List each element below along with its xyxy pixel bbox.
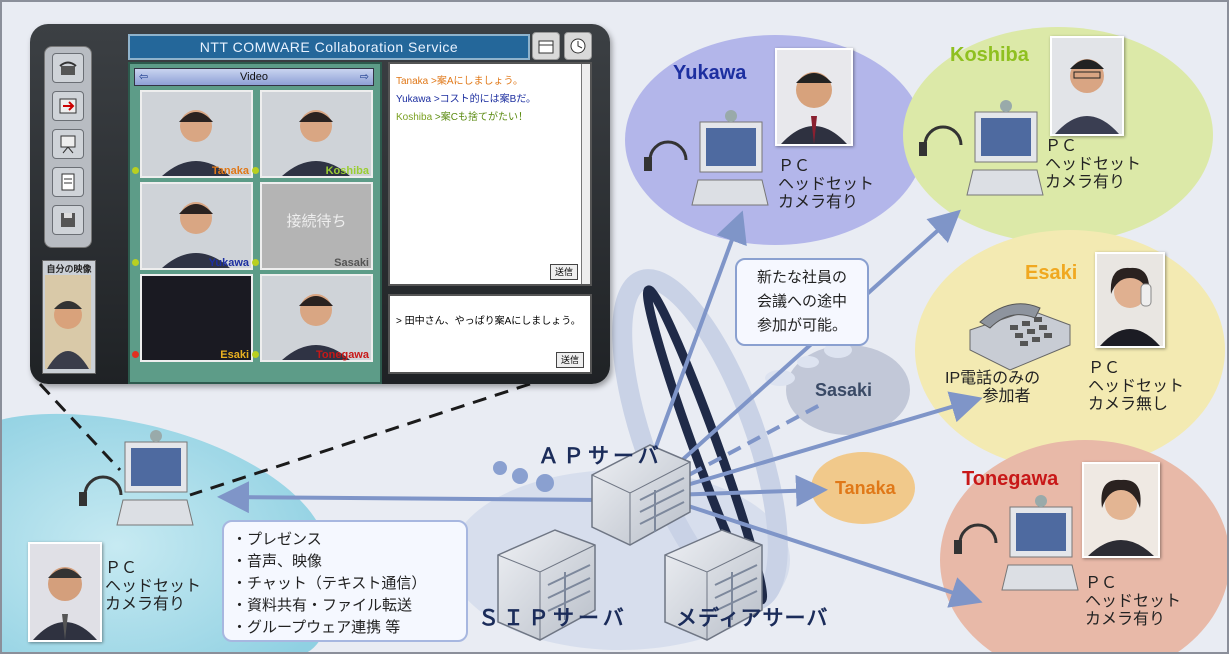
arrow-right-icon[interactable]: ⇨ <box>359 71 369 83</box>
tile-name: Tonegawa <box>316 349 369 361</box>
status-dot <box>132 167 139 174</box>
video-tile-esaki[interactable]: Esaki <box>132 274 253 362</box>
ap-server-icon <box>591 444 691 546</box>
tonegawa-label: Tonegawa <box>962 468 1059 490</box>
tile-name: Tanaka <box>211 165 249 177</box>
video-feed <box>162 110 230 176</box>
window-title: NTT COMWARE Collaboration Service <box>128 34 530 60</box>
video-feed <box>282 110 350 176</box>
koshiba-label: Koshiba <box>950 44 1029 66</box>
status-dot <box>132 259 139 266</box>
koshiba-photo <box>1050 36 1124 136</box>
chat-input[interactable]: > 田中さん、やっぱり案Aにしましょう。 送信 <box>388 294 592 374</box>
tanaka-blob <box>811 452 915 524</box>
sip-server-icon <box>497 529 596 641</box>
self-photo <box>28 542 102 642</box>
video-tile-koshiba[interactable]: Koshiba <box>252 90 373 178</box>
tile-name: Esaki <box>220 349 249 361</box>
video-tile-tonegawa[interactable]: Tonegawa <box>252 274 373 362</box>
chat-input-text: > 田中さん、やっぱり案Aにしましょう。 <box>396 316 581 327</box>
waiting-label: 接続待ち <box>286 213 347 230</box>
self-video-feed <box>45 275 91 369</box>
video-feed <box>162 202 230 268</box>
status-dot <box>252 259 259 266</box>
video-header: ⇦ Video ⇨ <box>134 68 374 86</box>
ip-phone-info: IP電話のみの参加者 <box>945 370 1041 405</box>
video-feed <box>282 294 350 360</box>
video-tile-yukawa[interactable]: Yukawa <box>132 182 253 270</box>
chat-message: Yukawa >コスト的には案Bだ。 <box>396 94 537 105</box>
status-dot <box>132 351 139 358</box>
send-button-top[interactable]: 送信 <box>550 264 578 280</box>
ip-phone-icon <box>969 303 1071 371</box>
media-server-icon <box>664 529 763 641</box>
chat-message: Tanaka >案Aにしましょう。 <box>396 76 523 87</box>
yukawa-label: Yukawa <box>673 62 747 84</box>
yukawa-photo <box>775 48 853 146</box>
media-server-label: メディアサーバ <box>676 607 829 630</box>
tile-name: Yukawa <box>208 257 249 269</box>
save-icon[interactable] <box>52 205 84 235</box>
video-tile-sasaki[interactable]: 接続待ち Sasaki <box>252 182 373 270</box>
chat-scrollbar[interactable] <box>581 64 590 284</box>
self-video-label: 自分の映像 <box>46 264 92 274</box>
self-video-panel: 自分の映像 <box>42 260 96 374</box>
ap-server-label: ＡＰサーバ <box>538 445 663 468</box>
arrow-left-icon[interactable]: ⇦ <box>139 71 149 83</box>
status-dot <box>252 167 259 174</box>
document-icon[interactable] <box>52 167 84 197</box>
tile-name: Sasaki <box>334 257 369 269</box>
sasaki-label: Sasaki <box>815 380 873 400</box>
tanaka-label: Tanaka <box>835 478 896 498</box>
chat-message: Koshiba >案Cも捨てがたい！ <box>396 112 528 123</box>
collaboration-window: NTT COMWARE Collaboration Service 自分の映像 <box>30 24 610 384</box>
esaki-label: Esaki <box>1025 262 1078 284</box>
features-list: ・プレゼンス ・音声、映像 ・チャット（テキスト通信） ・資料共有・ファイル転送… <box>222 520 468 642</box>
sasaki-blob <box>786 345 910 435</box>
tonegawa-photo <box>1082 462 1160 558</box>
tonegawa-pc-icon <box>954 495 1079 591</box>
chat-log: Tanaka >案Aにしましょう。 Yukawa >コスト的には案Bだ。 Koshi… <box>388 62 592 286</box>
sip-server-label: ＳＩＰサーバ <box>478 607 628 630</box>
koshiba-pc-icon <box>919 100 1044 196</box>
tile-name: Koshiba <box>325 165 369 177</box>
whiteboard-icon[interactable] <box>52 129 84 159</box>
phone-icon[interactable] <box>52 53 84 83</box>
clock-icon[interactable] <box>564 32 592 60</box>
calendar-icon[interactable] <box>532 32 560 60</box>
status-dot <box>252 351 259 358</box>
yukawa-pc-icon <box>644 110 769 206</box>
esaki-photo <box>1095 252 1165 348</box>
notice-callout: 新たな社員の 会議への途中 参加が可能。 <box>735 258 869 346</box>
video-tile-tanaka[interactable]: Tanaka <box>132 90 253 178</box>
self-pc-icon <box>79 430 194 526</box>
tool-sidebar <box>44 46 92 248</box>
transfer-icon[interactable] <box>52 91 84 121</box>
send-button[interactable]: 送信 <box>556 352 584 368</box>
